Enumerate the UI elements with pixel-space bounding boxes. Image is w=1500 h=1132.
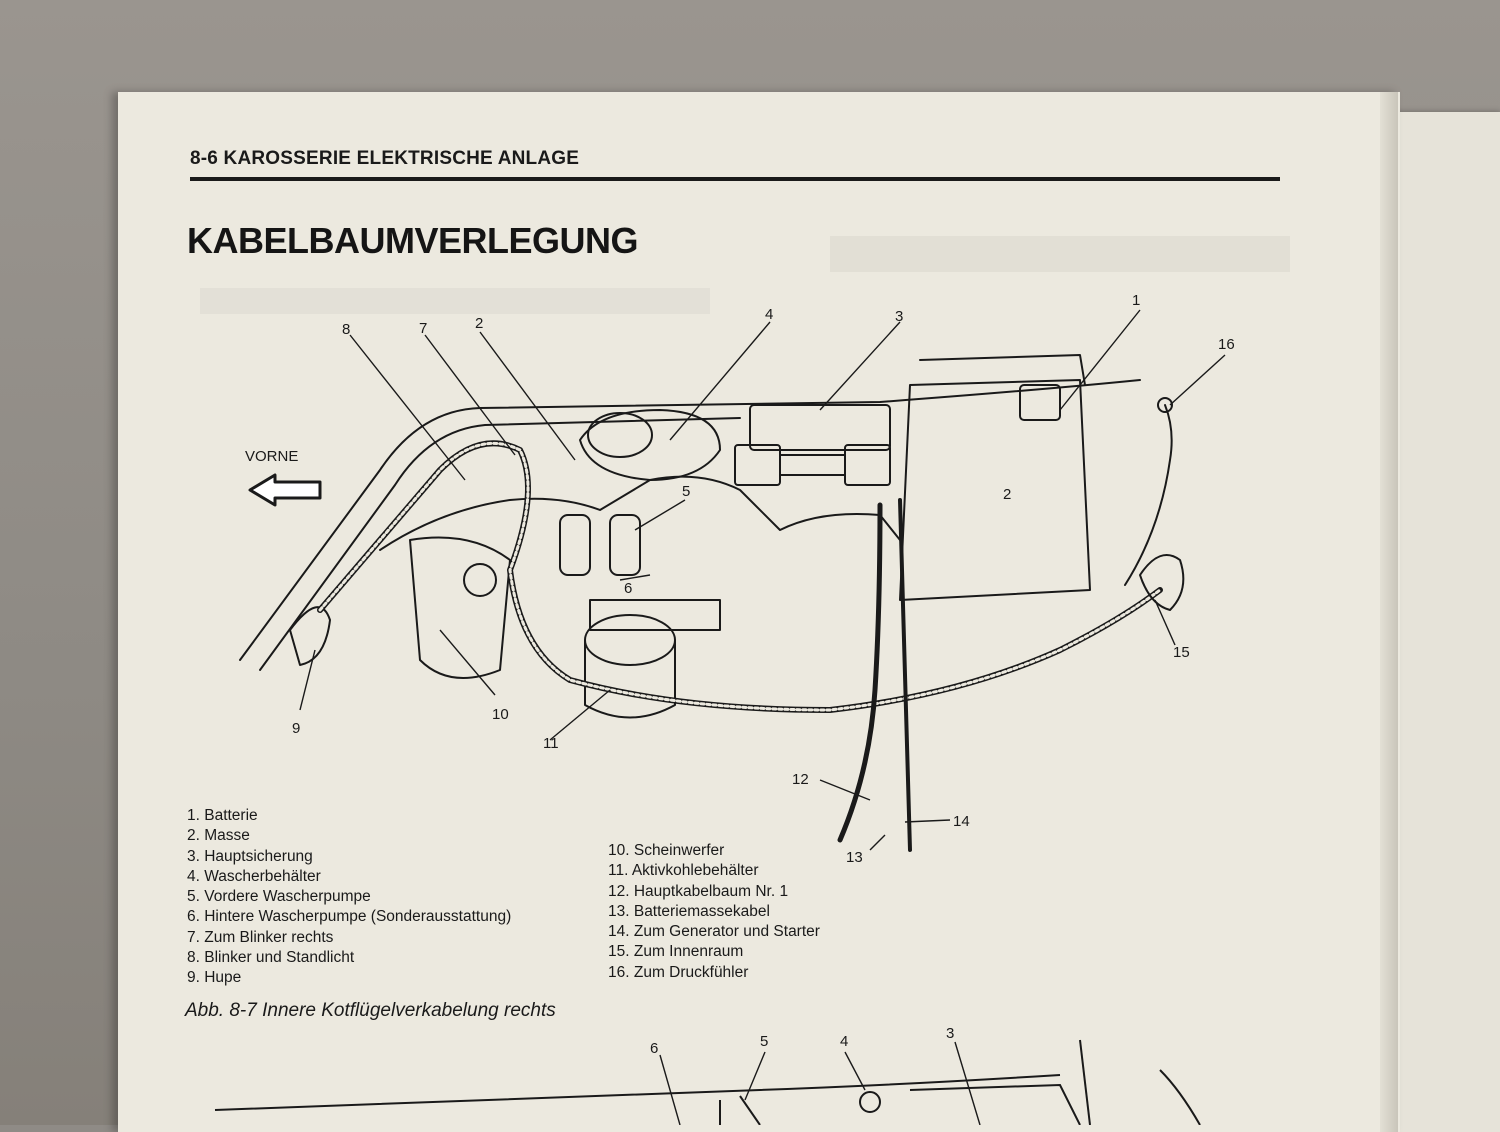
headlight — [409, 536, 511, 679]
legend-item: 1. Batterie — [187, 807, 258, 824]
callout-13: 13 — [846, 849, 863, 866]
callout-4: 4 — [765, 306, 774, 323]
legend-item: 9. Hupe — [187, 969, 242, 987]
show-through-block — [200, 288, 710, 314]
legend-item: 15. Zum Innenraum — [608, 943, 744, 961]
horn — [289, 606, 331, 666]
legend-item: 10. Scheinwerfer — [608, 842, 725, 859]
legend-item: 16. Zum Druckfühler — [608, 963, 749, 981]
battery — [899, 379, 1091, 601]
callout-16: 16 — [1218, 336, 1235, 353]
callout-8: 8 — [342, 321, 351, 338]
legend-column-2: 10. Scheinwerfer 11. Aktivkohlebehälter … — [608, 841, 820, 983]
legend-item: 2. Masse — [187, 827, 250, 845]
legend-item: 7. Zum Blinker rechts — [187, 928, 334, 946]
callout-2: 2 — [475, 315, 484, 332]
interior-grommet — [1139, 554, 1185, 611]
right-page — [1395, 112, 1500, 1132]
vorne-arrow — [248, 473, 322, 507]
callout-15: 15 — [1173, 644, 1190, 661]
rear-washer-pump — [609, 514, 641, 576]
lower-callout-5: 5 — [760, 1033, 769, 1050]
legend-item: 12. Hauptkabelbaum Nr. 1 — [608, 882, 789, 900]
callout-14: 14 — [953, 813, 970, 830]
left-page — [118, 92, 1400, 1132]
front-washer-pump — [559, 514, 591, 576]
callout-1: 1 — [1132, 292, 1141, 309]
book-gutter — [1380, 92, 1398, 1132]
lower-callout-3: 3 — [946, 1025, 955, 1042]
front-label: VORNE — [245, 448, 299, 465]
figure-caption: Abb. 8-7 Innere Kotflügelverkabelung rec… — [185, 1000, 556, 1021]
section-header: 8-6 KAROSSERIE ELEKTRISCHE ANLAGE — [190, 148, 580, 169]
callout-9: 9 — [292, 720, 301, 737]
legend-item: 3. Hauptsicherung — [187, 847, 313, 865]
callout-12: 12 — [792, 771, 809, 788]
legend-item: 13. Batteriemassekabel — [608, 902, 770, 920]
legend-item: 4. Wascherbehälter — [187, 867, 321, 885]
lower-callout-6: 6 — [650, 1040, 659, 1057]
header-rule — [190, 177, 1280, 181]
legend-item: 11. Aktivkohlebehälter — [608, 862, 759, 880]
fender-outline-inner — [259, 417, 741, 671]
wiring-diagram — [239, 309, 1226, 852]
lower-diagram-partial — [214, 1039, 1201, 1125]
show-through-block — [830, 236, 1290, 272]
legend-column-1: 1. Batterie 2. Masse 3. Hauptsicherung 4… — [187, 806, 511, 989]
callout-7: 7 — [419, 320, 428, 337]
fender-outline — [239, 379, 1141, 661]
callout-10: 10 — [492, 706, 509, 723]
legend-item: 8. Blinker und Standlicht — [187, 949, 355, 967]
lower-callout-4: 4 — [840, 1033, 849, 1050]
page-title: KABELBAUMVERLEGUNG — [187, 220, 639, 261]
callout-6: 6 — [624, 580, 633, 597]
legend-item: 6. Hintere Wascherpumpe (Sonderausstattu… — [187, 908, 512, 926]
legend-item: 14. Zum Generator und Starter — [608, 923, 820, 941]
main-harness — [317, 440, 1163, 713]
callout-3: 3 — [895, 308, 904, 325]
callout-2-ground: 2 — [1003, 486, 1012, 503]
legend-item: 5. Vordere Wascherpumpe — [187, 888, 371, 906]
charcoal-canister — [584, 614, 676, 666]
callout-5: 5 — [682, 483, 691, 500]
callout-11: 11 — [543, 735, 559, 752]
main-fuse-box — [749, 404, 891, 451]
